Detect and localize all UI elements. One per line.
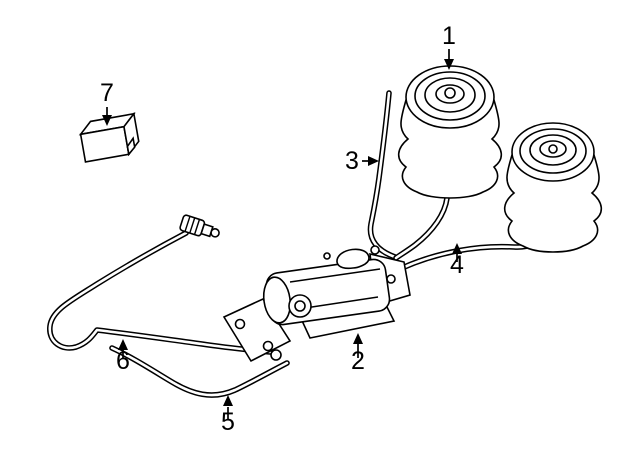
line-connector-fitting <box>179 214 220 238</box>
compressor-fitting <box>323 252 331 260</box>
callout-1-arrowhead <box>444 59 454 70</box>
fitting-tip <box>210 228 220 238</box>
callout-2: 2 <box>351 333 365 375</box>
compressor-port-inner <box>294 300 306 312</box>
callout-3-label: 3 <box>345 147 359 175</box>
compressor-mount-hole <box>262 340 274 352</box>
air-spring-1 <box>397 65 503 199</box>
air-spring-1-cap <box>444 87 456 99</box>
compressor-body-line <box>289 268 381 283</box>
tube-core <box>369 91 397 259</box>
air-spring-2 <box>503 122 603 253</box>
callout-3: 3 <box>345 147 379 175</box>
compressor-bracket-hole <box>386 274 396 284</box>
callout-1-label: 1 <box>442 22 456 50</box>
callout-6-arrowhead <box>118 339 128 350</box>
compressor-fitting <box>370 245 380 255</box>
callout-4-label: 4 <box>450 251 464 279</box>
callout-4-arrowhead <box>452 243 462 254</box>
fitting-ridge <box>193 219 201 235</box>
callout-7-arrowhead <box>102 115 112 126</box>
air-line-5 <box>109 345 290 398</box>
callout-5-arrowhead <box>223 395 233 406</box>
callout-5: 5 <box>221 395 235 436</box>
callout-6: 6 <box>116 339 130 375</box>
compressor-motor-dome <box>336 248 370 270</box>
callout-6-label: 6 <box>116 347 130 375</box>
module-connector-notch <box>126 136 136 157</box>
air-line-6 <box>47 230 273 355</box>
compressor-foot <box>270 349 282 361</box>
compressor-mount-hole <box>234 318 246 330</box>
callout-2-arrowhead <box>353 333 363 344</box>
tube-outline <box>393 195 450 261</box>
callout-5-label: 5 <box>221 408 235 436</box>
tube-core <box>48 231 272 354</box>
tube-outline <box>367 90 398 260</box>
compressor-end-cap <box>262 276 292 324</box>
air-line-spring1-to-compressor <box>393 195 450 261</box>
callout-7: 7 <box>100 79 114 126</box>
fitting-ridge <box>184 216 191 232</box>
tube-core <box>394 196 449 260</box>
compressor <box>222 245 411 363</box>
tube-core <box>110 346 289 397</box>
fitting-ridge <box>189 217 196 234</box>
callout-1: 1 <box>442 22 456 70</box>
callout-7-label: 7 <box>100 79 114 107</box>
module-side-face <box>123 111 140 157</box>
compressor-mount-plate <box>222 297 292 363</box>
control-module <box>78 111 140 163</box>
air-line-3 <box>367 90 398 260</box>
callout-4: 4 <box>450 243 464 279</box>
callout-3-arrowhead <box>368 156 379 166</box>
air-spring-2-cap <box>548 144 558 154</box>
callout-2-label: 2 <box>351 347 365 375</box>
